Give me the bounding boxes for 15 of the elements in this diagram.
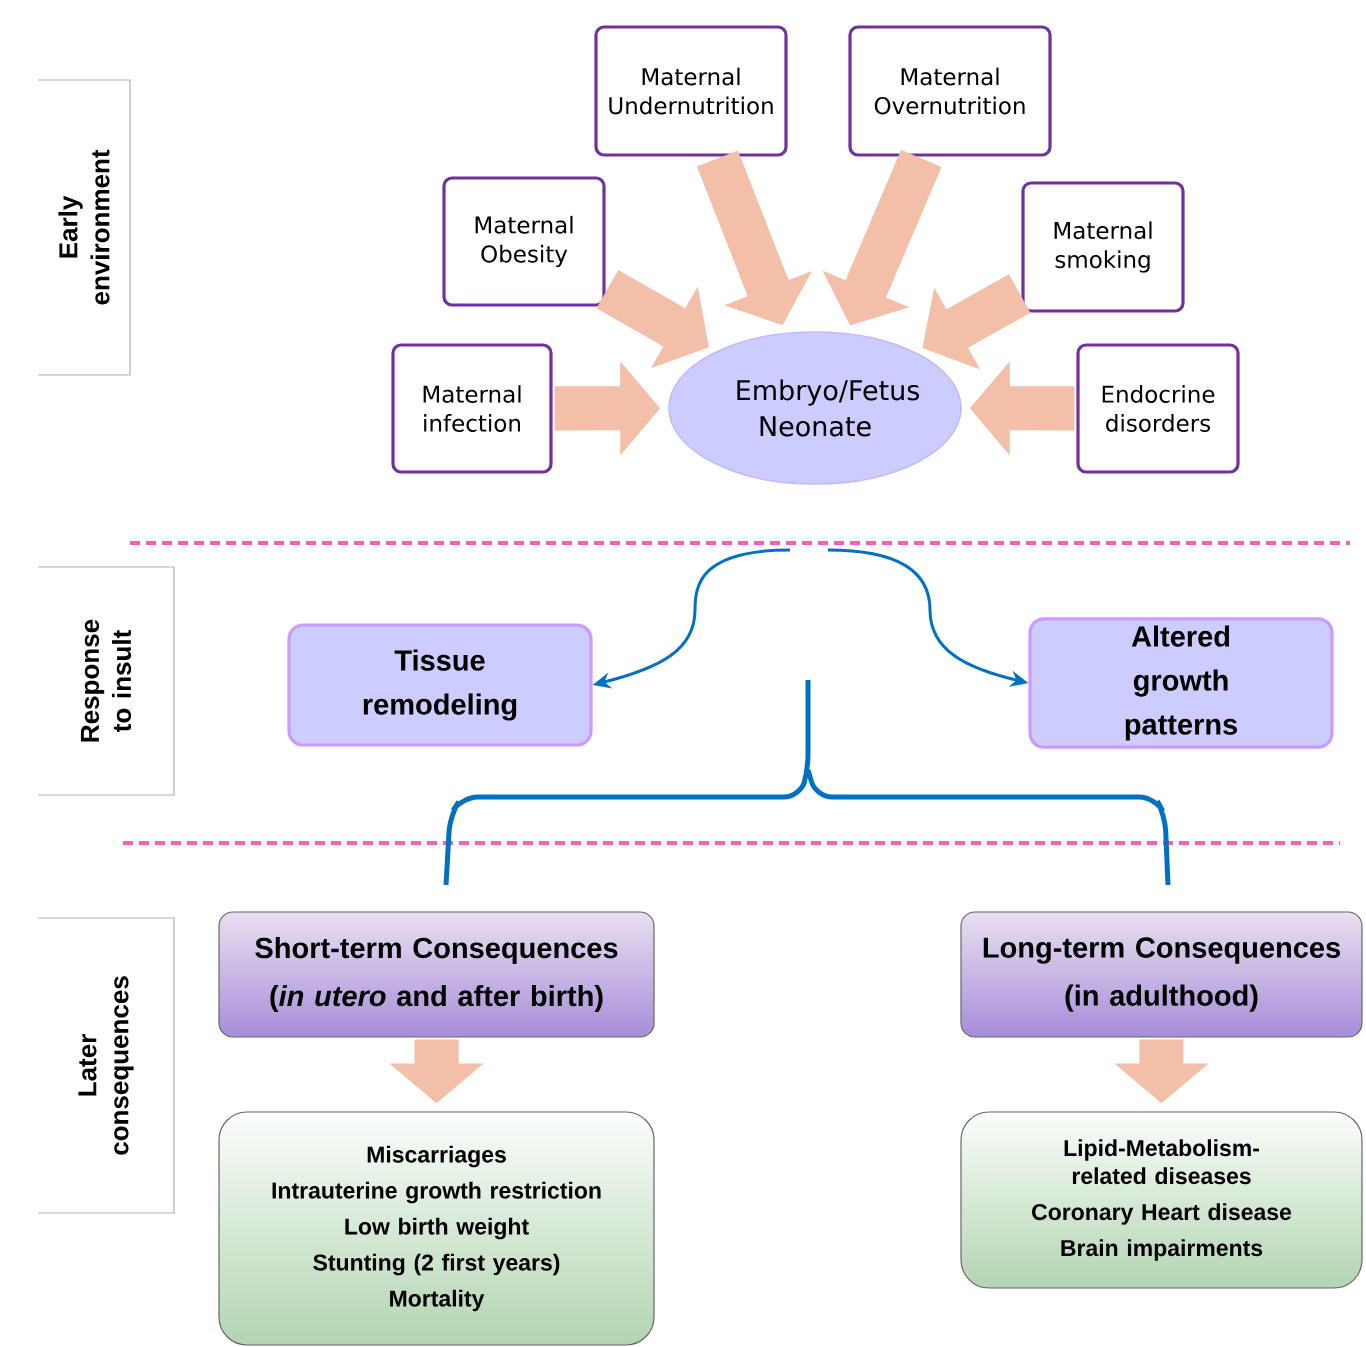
factor-box: Maternal Obesity — [442, 176, 606, 307]
response-box: Altered growth patterns — [1028, 617, 1334, 749]
outcome-box: Miscarriages Intrauterine growth restriction Low birth weight Stunting (2 first years) Mortality — [218, 1111, 655, 1346]
factor-box: Endocrine disorders — [1076, 343, 1240, 474]
factor-box: Maternal infection — [391, 343, 553, 474]
header-box: Short-term Consequences (in utero and after birth) — [218, 911, 655, 1038]
side-label-panel: Response to insult — [37, 566, 175, 796]
response-box: Tissue remodeling — [287, 623, 593, 747]
side-label-panel: Later consequences — [37, 917, 175, 1214]
header-box: Long-term Consequences (in adulthood) — [960, 911, 1363, 1038]
outcome-box: Lipid-Metabolism-related diseases Coronary Heart disease Brain impairments — [960, 1111, 1363, 1289]
factor-box: Maternal Overnutrition — [848, 25, 1052, 157]
factor-box: Maternal Undernutrition — [594, 25, 788, 157]
factor-box: Maternal smoking — [1021, 181, 1185, 313]
side-label-panel: Early environment — [37, 79, 131, 376]
